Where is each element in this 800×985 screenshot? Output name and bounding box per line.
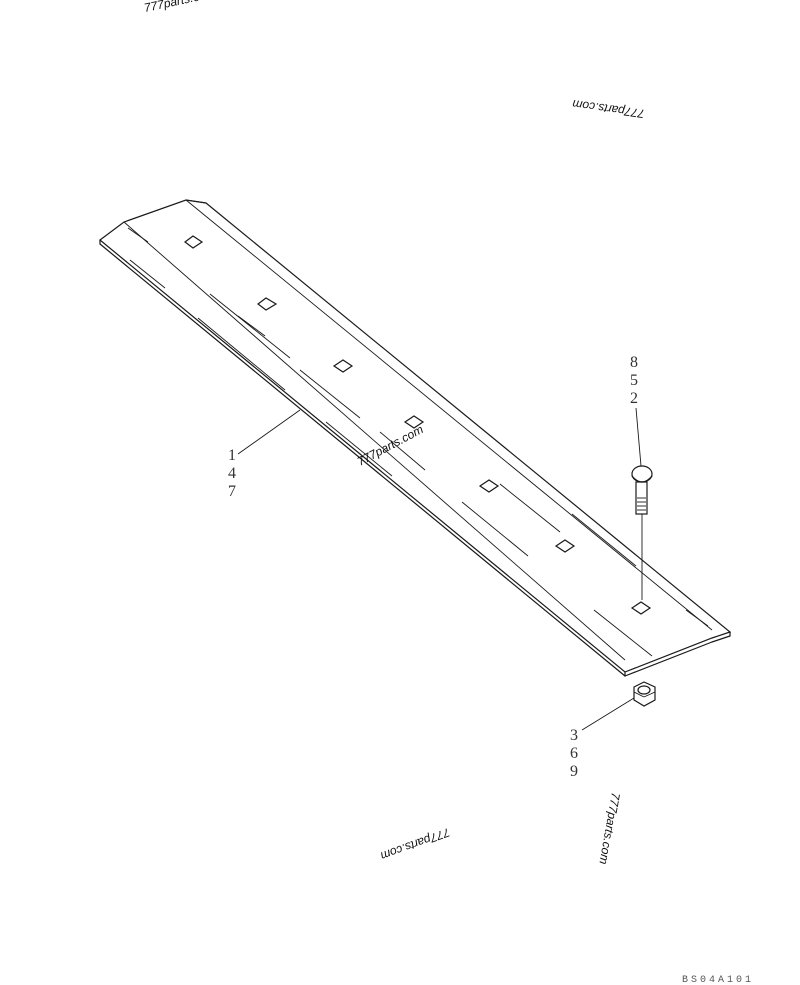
watermark-text: 777parts.com (379, 825, 452, 863)
hex-nut (633, 681, 656, 707)
callout-edge-blade: 1 4 7 (228, 447, 236, 500)
cutting-edge-blade (99, 199, 732, 677)
watermark-text: 777parts.com (596, 791, 622, 865)
drawing-code-label: BS04A101 (682, 975, 754, 985)
callout-digit: 1 (228, 447, 236, 464)
watermark-text: 777parts.com (143, 0, 217, 15)
leader-line-edge-blade (237, 409, 301, 455)
callout-digit: 9 (570, 763, 578, 780)
callout-digit: 6 (570, 745, 578, 762)
callout-nut: 3 6 9 (570, 727, 578, 780)
leader-line-bolt (635, 407, 642, 467)
watermark-text: 777parts.com (571, 97, 645, 121)
plow-bolt (631, 465, 653, 600)
callout-digit: 5 (630, 372, 638, 389)
callout-bolt: 8 5 2 (630, 354, 638, 407)
callout-digit: 4 (228, 465, 236, 482)
callout-digit: 7 (228, 483, 236, 500)
callout-digit: 2 (630, 390, 638, 407)
callout-digit: 3 (570, 727, 578, 744)
callout-digit: 8 (630, 354, 638, 371)
leader-line-nut (581, 697, 635, 731)
